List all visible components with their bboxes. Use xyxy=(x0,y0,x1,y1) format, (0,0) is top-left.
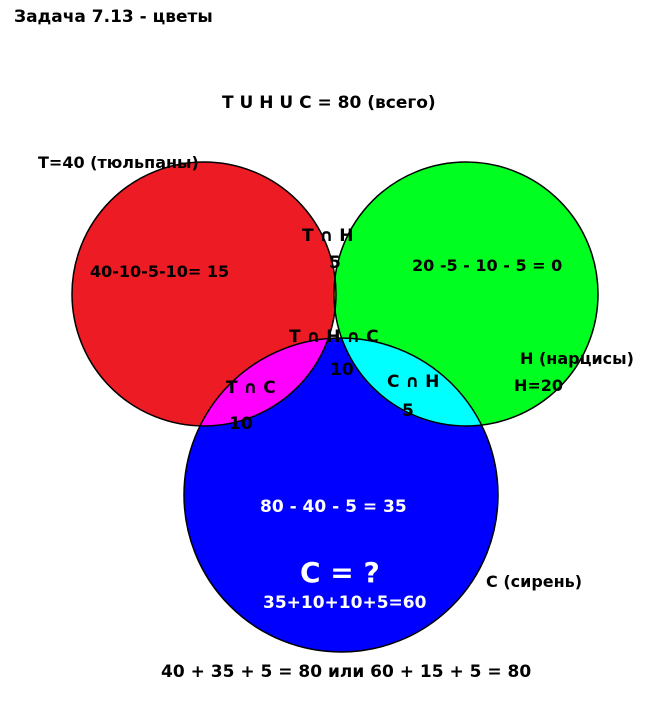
intersection-th-value: 5 xyxy=(329,253,341,273)
set-c-name: C (сирень) xyxy=(486,572,582,591)
set-c-question: C = ? xyxy=(300,556,380,589)
set-t-outline xyxy=(71,161,337,427)
page-title: Задача 7.13 - цветы xyxy=(14,7,213,27)
intersection-thc-value: 10 xyxy=(330,360,354,380)
set-c-outline xyxy=(183,337,499,653)
intersection-thc-label: T ∩ H ∩ C xyxy=(289,327,379,347)
intersection-tc-label: T ∩ C xyxy=(226,378,276,398)
intersection-ch-label: C ∩ H xyxy=(387,372,439,392)
intersection-th-label: T ∩ H xyxy=(302,226,353,246)
set-c-sum: 35+10+10+5=60 xyxy=(263,593,427,613)
set-h-value: H=20 xyxy=(514,376,563,395)
set-t-only-formula: 40-10-5-10= 15 xyxy=(90,262,229,281)
region-c-h xyxy=(334,338,498,426)
union-label: T U H U C = 80 (всего) xyxy=(222,93,436,113)
intersection-tc-value: 10 xyxy=(229,414,253,434)
set-h-name: H (нарцисы) xyxy=(520,349,634,368)
footer-equation: 40 + 35 + 5 = 80 или 60 + 15 + 5 = 80 xyxy=(161,662,531,682)
intersection-ch-value: 5 xyxy=(402,401,414,421)
set-h-outline xyxy=(333,161,599,427)
set-h-only-formula: 20 -5 - 10 - 5 = 0 xyxy=(412,256,562,275)
set-c-only-formula: 80 - 40 - 5 = 35 xyxy=(260,497,407,517)
set-t-name: T=40 (тюльпаны) xyxy=(38,153,199,172)
